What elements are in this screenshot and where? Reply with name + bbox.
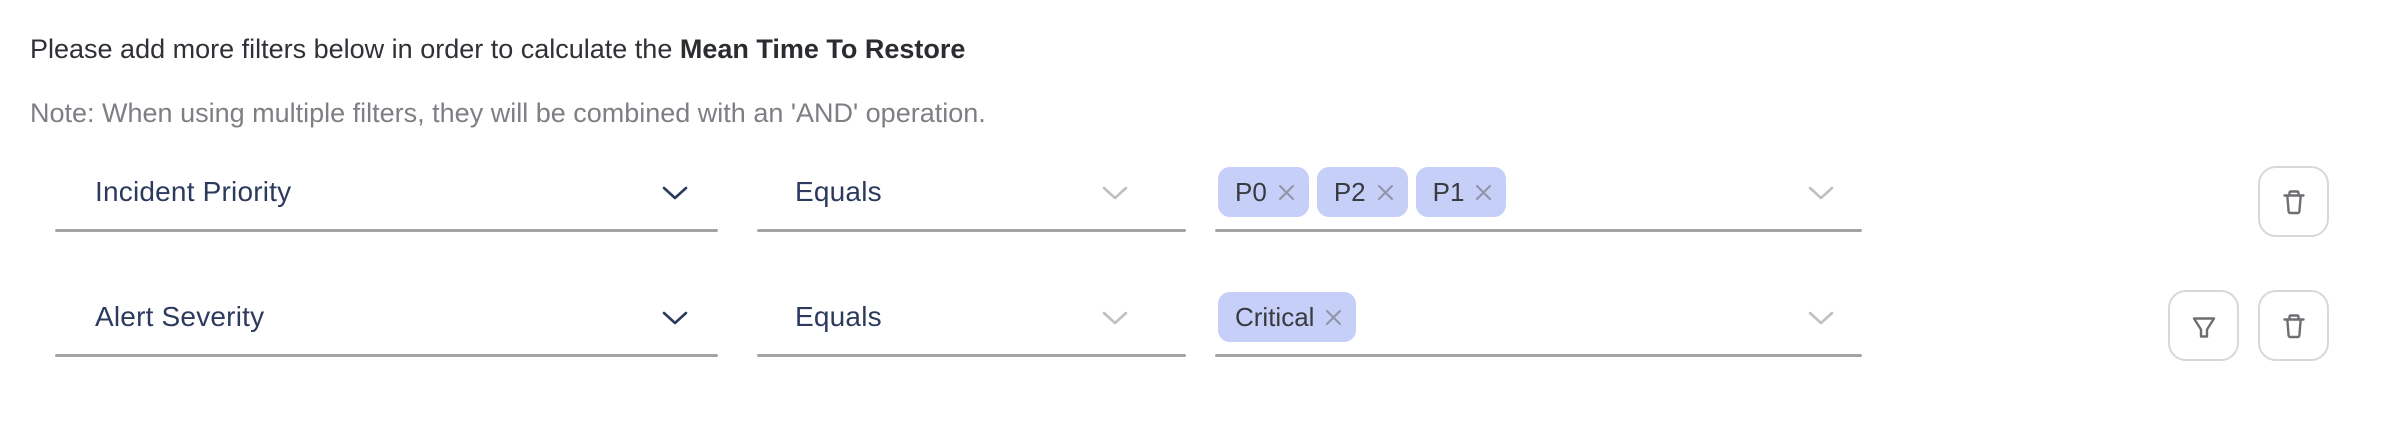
panel-title-text: Please add more filters below in order t… <box>30 34 680 64</box>
panel-title-metric: Mean Time To Restore <box>679 34 966 64</box>
chevron-down-icon <box>1808 186 1834 200</box>
value-tag: Critical <box>1218 292 1357 342</box>
filter-row: Incident Priority Equals P0 P2 P1 <box>0 158 2408 237</box>
trash-icon <box>2282 313 2305 338</box>
apply-filter-button[interactable] <box>2168 290 2239 361</box>
operator-select[interactable]: Equals <box>757 283 1186 357</box>
value-tag-label: P1 <box>1432 176 1465 207</box>
field-underline <box>1215 354 1862 357</box>
attribute-select-value: Alert Severity <box>95 301 265 332</box>
field-underline <box>55 354 718 357</box>
panel-note: Note: When using multiple filters, they … <box>30 98 986 128</box>
value-tag-label: Critical <box>1235 301 1315 332</box>
chevron-down-icon <box>1808 311 1834 325</box>
field-underline <box>1215 229 1862 232</box>
attribute-select[interactable]: Incident Priority <box>55 158 718 232</box>
panel-title: Please add more filters below in order t… <box>30 33 965 65</box>
remove-value-icon[interactable] <box>1277 183 1296 202</box>
field-underline <box>757 354 1186 357</box>
value-tag-label: P2 <box>1333 176 1366 207</box>
funnel-icon <box>2192 316 2215 338</box>
trash-icon <box>2282 189 2305 214</box>
delete-filter-button[interactable] <box>2258 290 2329 361</box>
operator-select-value: Equals <box>795 176 882 207</box>
chevron-down-icon <box>1102 186 1128 200</box>
delete-filter-button[interactable] <box>2258 166 2329 237</box>
field-underline <box>757 229 1186 232</box>
remove-value-icon[interactable] <box>1474 183 1493 202</box>
selected-values: P0 P2 P1 <box>1218 167 1507 217</box>
value-tag: P2 <box>1316 167 1408 217</box>
operator-select-value: Equals <box>795 301 882 332</box>
values-multiselect[interactable]: Critical <box>1215 283 1862 357</box>
field-underline <box>55 229 718 232</box>
filter-row: Alert Severity Equals Critical <box>0 283 2408 361</box>
attribute-select[interactable]: Alert Severity <box>55 283 718 357</box>
chevron-down-icon <box>662 311 688 325</box>
value-tag: P0 <box>1218 167 1309 217</box>
attribute-select-value: Incident Priority <box>95 176 292 207</box>
remove-value-icon[interactable] <box>1376 183 1395 202</box>
value-tag-label: P0 <box>1235 176 1267 207</box>
remove-value-icon[interactable] <box>1324 308 1343 327</box>
chevron-down-icon <box>662 186 688 200</box>
values-multiselect[interactable]: P0 P2 P1 <box>1215 158 1862 232</box>
selected-values: Critical <box>1218 292 1357 342</box>
chevron-down-icon <box>1102 311 1128 325</box>
value-tag: P1 <box>1415 167 1507 217</box>
operator-select[interactable]: Equals <box>757 158 1186 232</box>
